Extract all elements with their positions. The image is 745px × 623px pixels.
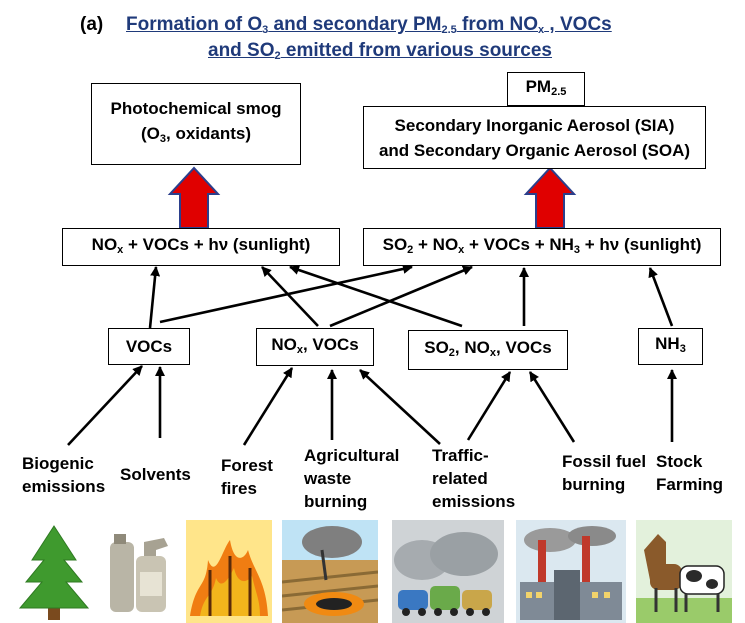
pm25-box: PM2.5 [507,72,585,106]
arrow-vocs-left [148,266,161,329]
arrow-so2-left [289,265,463,328]
pine-tree-icon [18,525,90,620]
forest-fire-icon [186,520,272,623]
reaction-box-right: SO2 + NOx + VOCs + NH3 + hν (sunlight) [363,228,721,266]
arrow-fossil [528,371,576,443]
panel-label: (a) [80,14,104,35]
nox-vocs-box: NOx, VOCs [256,328,374,366]
arrow-traffic-so2 [466,371,512,441]
horse-cow-icon [636,520,732,623]
arrow-vocs-right [159,264,413,324]
agricultural-burning-icon [282,520,378,623]
arrow-forest [242,367,294,446]
arrow-nh3-up [648,267,674,327]
arrow-traffic-nox [359,369,441,445]
nh3-box: NH3 [638,328,703,365]
factory-smoke-icon [516,520,626,623]
photochemical-smog-box: Photochemical smog (O3, oxidants) [91,83,301,165]
arrow-nox-left [261,266,319,327]
spray-bottles-icon [110,534,168,612]
diagram-title-line1: Formation of O3 and secondary PM2.5 from… [126,14,612,36]
traffic-smog-icon [392,520,504,623]
so2-nox-vocs-box: SO2, NOx, VOCs [408,330,568,370]
vocs-box: VOCs [108,328,190,365]
red-arrow-right [523,166,577,229]
diagram-title-line2: and SO2 emitted from various sources [208,40,553,62]
source-solvents: Solvents [120,465,191,484]
arrow-biogenic [67,365,143,446]
secondary-aerosol-box: Secondary Inorganic Aerosol (SIA) and Se… [363,106,706,169]
reaction-box-left: NOx + VOCs + hν (sunlight) [62,228,340,266]
red-arrow-left [167,166,221,229]
arrow-nox-right [329,265,473,328]
